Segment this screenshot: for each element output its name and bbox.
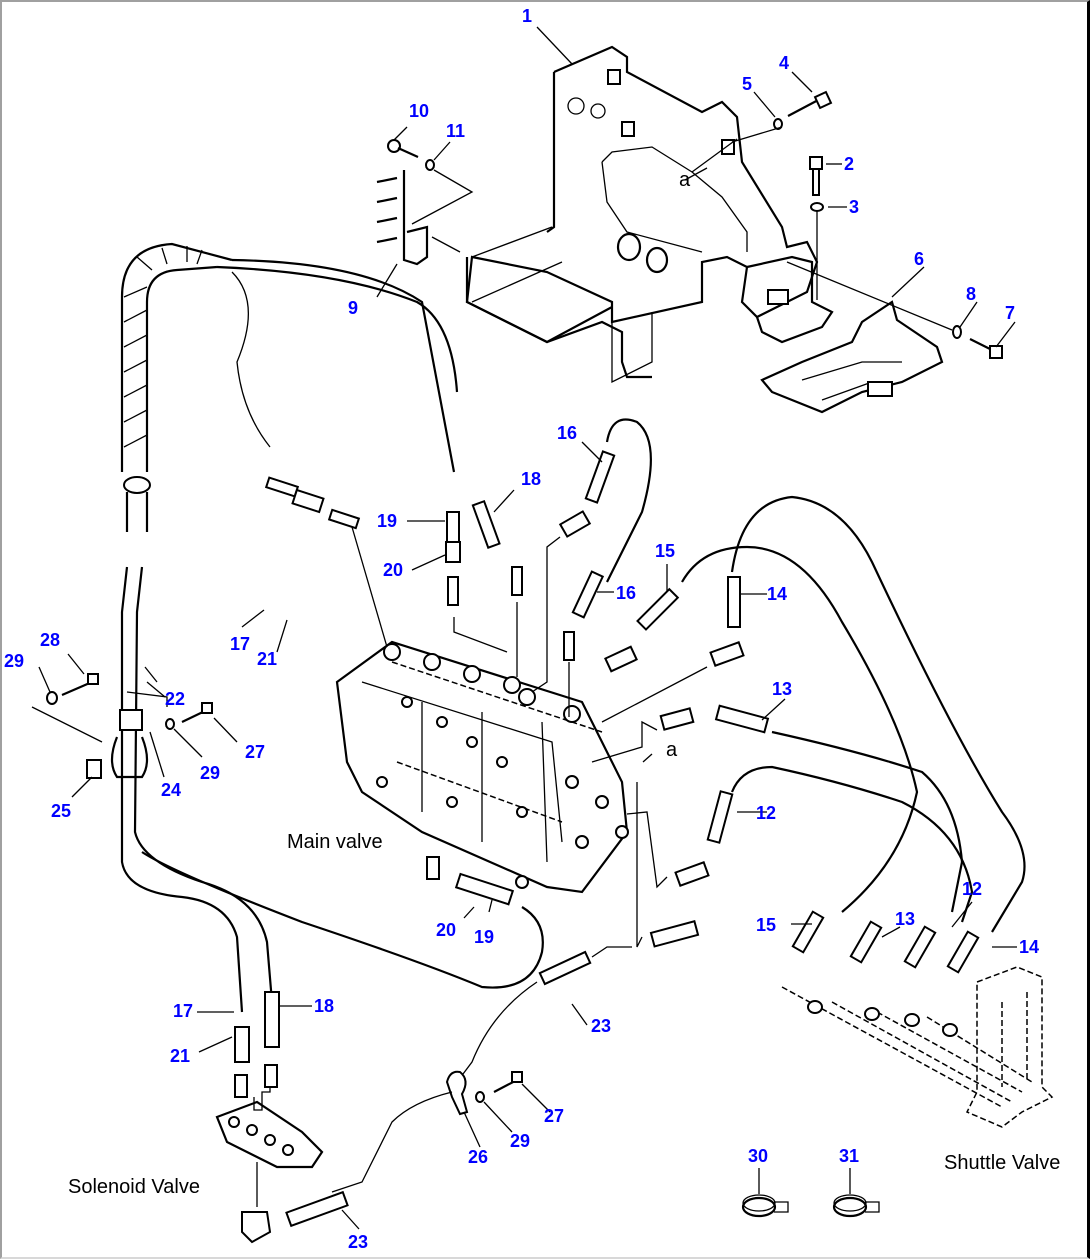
callout-29-mid[interactable]: 29 [200,763,221,783]
clamps-30-31 [741,1168,880,1218]
callout-3[interactable]: 3 [849,197,860,217]
callout-28[interactable]: 28 [40,630,61,650]
callout-29-lower[interactable]: 29 [510,1131,531,1151]
callout-17-lower[interactable]: 17 [173,1001,194,1021]
callout-14-upper[interactable]: 14 [767,584,788,604]
fittings [264,418,1026,1228]
callout-18-upper[interactable]: 18 [521,469,542,489]
callout-13-lower[interactable]: 13 [895,909,916,929]
callout-11[interactable]: 11 [446,121,466,141]
callout-22[interactable]: 22 [165,689,186,709]
shuttle-valve-drawing [781,910,1054,1128]
callout-27-upper[interactable]: 27 [245,742,266,762]
callout-15-upper[interactable]: 15 [655,541,676,561]
callout-16-lower[interactable]: 16 [616,583,637,603]
callout-17-upper[interactable]: 17 [230,634,251,654]
callout-7[interactable]: 7 [1005,303,1016,323]
hose-bundle [120,242,544,1013]
callout-23-upper[interactable]: 23 [591,1016,612,1036]
callout-21-lower[interactable]: 21 [170,1046,191,1066]
callout-6[interactable]: 6 [914,249,925,269]
callout-5[interactable]: 5 [742,74,753,94]
shuttle-valve-caption: Shuttle Valve [944,1152,1061,1174]
callout-10[interactable]: 10 [409,101,430,121]
callout-13-upper[interactable]: 13 [772,679,793,699]
callout-25[interactable]: 25 [51,801,72,821]
callout-4[interactable]: 4 [779,53,790,73]
callout-23-lower[interactable]: 23 [348,1232,369,1252]
callout-20-upper[interactable]: 20 [383,560,404,580]
main-valve-caption: Main valve [287,831,383,853]
callout-19-upper[interactable]: 19 [377,511,398,531]
callout-30[interactable]: 30 [748,1146,769,1166]
callout-31[interactable]: 31 [839,1146,860,1166]
callout-9[interactable]: 9 [348,298,359,318]
callout-8[interactable]: 8 [966,284,977,304]
callout-18-lower[interactable]: 18 [314,996,335,1016]
callout-24[interactable]: 24 [161,780,182,800]
callout-27-lower[interactable]: 27 [544,1106,565,1126]
callout-12-upper[interactable]: 12 [756,803,777,823]
callout-12-lower[interactable]: 12 [962,879,983,899]
leader-lines [38,26,1017,1230]
callout-26[interactable]: 26 [468,1147,489,1167]
reference-mark-a-top: a [679,169,691,191]
clamp-assembly [31,673,213,779]
callout-1[interactable]: 1 [522,6,533,26]
callout-21-upper[interactable]: 21 [257,649,278,669]
bracket-part-1 [465,45,834,384]
callout-20-lower[interactable]: 20 [436,920,457,940]
callout-29-left[interactable]: 29 [4,651,25,671]
callout-15-lower[interactable]: 15 [756,915,777,935]
callout-16-upper[interactable]: 16 [557,423,578,443]
callout-14-lower[interactable]: 14 [1019,937,1040,957]
solenoid-valve-drawing [215,991,324,1244]
hardware-top [376,90,1003,359]
solenoid-valve-caption: Solenoid Valve [68,1176,200,1198]
callout-19-lower[interactable]: 19 [474,927,495,947]
reference-mark-a-mid: a [666,739,678,761]
bracket-part-6 [760,300,944,414]
main-valve [335,640,629,894]
callout-2[interactable]: 2 [844,154,855,174]
